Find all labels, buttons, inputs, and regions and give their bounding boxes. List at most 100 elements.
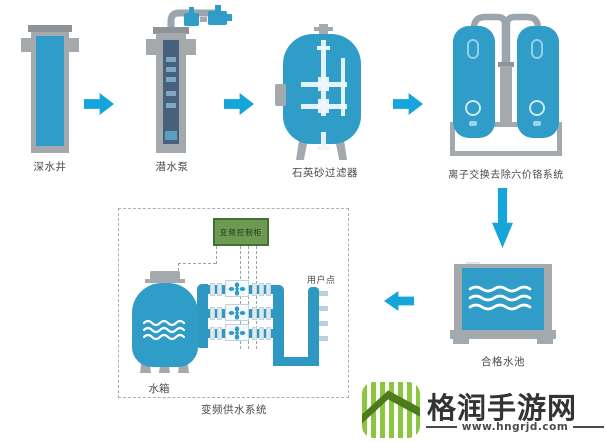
pool-wall [454,264,462,334]
tank-top-cap [150,271,180,280]
watermark-site-name: 格润手游网 [427,391,578,425]
center-pipe [500,66,512,126]
pipe-flange [210,327,215,340]
submersible-pump-label: 潜水泵 [155,161,189,173]
user-riser-pipe [308,287,319,366]
valve-icon [208,11,227,25]
port-dot [533,121,541,126]
water-tank-label: 水箱 [148,383,170,395]
pool-rim [454,264,552,268]
pipe-flange [266,327,271,340]
filter-valve-block [318,77,329,91]
vfd-supply-system-box: 变频控制柜 [118,208,349,398]
pipe-flange [266,283,271,296]
watermark-url-row: www.hngrjd.com [426,421,605,433]
water-waves-icon [142,319,186,341]
user-point-label: 用户点 [307,276,336,286]
booster-pump-icon [225,304,249,321]
deep-well-icon [18,25,82,165]
valve-handle [189,7,194,13]
divider-line [573,426,605,428]
qualified-pool-icon [450,258,556,350]
pipe-flange [266,307,271,320]
pool-base [450,330,556,339]
ion-exchange-label: 离子交换去除六价铬系统 [448,170,564,181]
flow-arrow-left-icon [384,291,414,311]
divider-line [426,426,457,428]
pipe-flange [252,327,257,340]
port-dot [469,121,477,126]
pool-foot [453,339,469,344]
discharge-header-pipe [273,285,284,361]
vfd-control-cabinet: 变频控制柜 [213,218,269,246]
tank-cap-flange [145,279,185,283]
pipe-flange [252,307,257,320]
valve-handle [215,5,221,11]
pump-cap [153,27,189,34]
pipe-connector [200,17,207,22]
pool-wall [544,264,552,334]
water-tank-icon [126,271,206,383]
pipe-flange [217,283,222,296]
center-pipe-flange [498,62,514,67]
pump-intake [165,131,177,140]
tank-vessel [132,283,198,367]
ion-exchange-system-icon [448,4,564,166]
bottom-run-pipe [273,357,319,366]
pump-stage-band [166,91,176,96]
flow-arrow-right-icon [393,93,423,115]
filter-side-flange [275,84,286,106]
pool-foot [537,339,553,344]
submersible-pump-icon [138,3,233,161]
control-signal-line [216,246,217,264]
pump-stage-band [166,67,176,72]
well-water-column [36,36,64,146]
filter-pipe [341,58,345,116]
water-waves-icon [468,285,532,311]
booster-pump-icon [225,324,249,341]
ion-exchange-tank [517,26,559,138]
control-signal-line [240,246,241,349]
control-signal-line [248,246,249,349]
ion-top-piping [470,13,542,70]
flow-arrow-down-icon [492,188,513,248]
sight-glass [467,39,479,59]
filter-pipe-flange [317,46,330,50]
user-branch-stub [319,336,328,341]
filter-drain-pipe [321,132,326,150]
pipe-flange [259,283,264,296]
user-branch-stub [319,321,328,326]
pump-stage-band [166,57,176,62]
watermark-site-url: www.hngrjd.com [461,421,569,433]
quartz-filter-label: 石英砂过滤器 [292,167,358,179]
pipe-flange [259,327,264,340]
manhole-port [465,100,481,116]
qualified-pool-label: 合格水池 [481,356,525,368]
well-top-rim [28,25,72,32]
pump-outlet-pipe [167,9,216,37]
pump-stage-band [166,103,176,108]
pipe-flange [210,283,215,296]
pipe-nub [227,14,232,21]
user-branch-stub [319,291,328,296]
pump-stage-band [166,77,176,82]
flow-arrow-right-icon [84,93,114,115]
control-signal-line [178,263,216,264]
pipe-flange [217,327,222,340]
filter-top-flange [314,27,333,31]
pipe-flange [259,307,264,320]
filter-valve-block [318,99,329,113]
pipe-flange [252,283,257,296]
booster-pump-icon [225,280,249,297]
sight-glass [531,39,543,59]
pipe-flange [217,307,222,320]
manhole-port [529,100,545,116]
ion-exchange-tank [453,26,495,138]
user-branch-stub [319,306,328,311]
valve-icon [184,13,199,26]
site-logo [362,382,420,438]
control-signal-line [256,246,257,349]
pipe-flange [210,307,215,320]
suction-manifold-pipe [197,284,208,348]
